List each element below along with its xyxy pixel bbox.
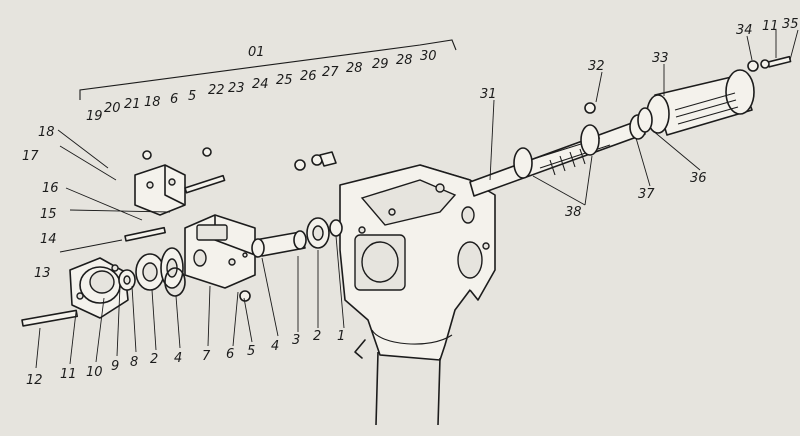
callout-1: 1 (337, 329, 345, 344)
callout-6: 6 (226, 347, 234, 362)
callout-5: 5 (247, 344, 255, 359)
callout-7: 7 (202, 349, 211, 364)
callout-33: 33 (652, 51, 669, 66)
callout-21: 21 (124, 97, 141, 112)
callout-28: 28 (396, 53, 413, 68)
callout-10: 10 (86, 365, 103, 380)
callout-30: 30 (420, 49, 437, 64)
callout-25: 25 (276, 73, 293, 88)
callout-18: 18 (144, 95, 161, 110)
callout-16: 16 (42, 181, 59, 196)
valve-block (134, 164, 186, 216)
assembly-label: 01 (248, 45, 265, 60)
callout-5: 5 (188, 89, 196, 104)
callout-2: 2 (313, 329, 321, 344)
callout-38: 38 (565, 205, 582, 220)
column-housing (339, 164, 496, 426)
callout-29: 29 (372, 57, 389, 72)
callout-27: 27 (322, 65, 339, 80)
callout-2: 2 (150, 352, 158, 367)
callout-13: 13 (34, 266, 51, 281)
distributor-body (184, 214, 256, 289)
callout-37: 37 (638, 187, 655, 202)
callout-23: 23 (228, 81, 245, 96)
assembly-bracket: 01 (79, 39, 457, 100)
callout-36: 36 (690, 171, 707, 186)
callout-4: 4 (271, 339, 279, 354)
callout-11: 11 (60, 367, 77, 382)
callout-12: 12 (26, 373, 43, 388)
callout-14: 14 (40, 232, 57, 247)
callout-26: 26 (300, 69, 317, 84)
callout-19: 19 (86, 109, 103, 124)
callout-35: 35 (782, 17, 799, 32)
callout-28: 28 (346, 61, 363, 76)
leader-lines (35, 29, 799, 369)
callout-34: 34 (736, 23, 753, 38)
callout-22: 22 (208, 83, 225, 98)
callout-4: 4 (174, 351, 182, 366)
cylinder (637, 69, 755, 136)
callout-20: 20 (104, 101, 121, 116)
callout-11: 11 (762, 19, 779, 34)
callout-8: 8 (130, 355, 138, 370)
ring-set (118, 247, 184, 291)
callout-32: 32 (588, 59, 605, 74)
callout-3: 3 (292, 333, 300, 348)
callout-labels: 1 2 3 4 5 6 7 4 2 8 9 10 11 12 13 14 15 … (22, 17, 799, 388)
flange-plate (69, 257, 129, 319)
fasteners (21, 55, 792, 327)
callout-24: 24 (252, 77, 269, 92)
callout-6: 6 (170, 92, 178, 107)
callout-18: 18 (38, 125, 55, 140)
callout-17: 17 (22, 149, 39, 164)
callout-31: 31 (480, 87, 497, 102)
spool-shaft (251, 217, 343, 258)
worm-shaft (469, 114, 647, 197)
callout-9: 9 (111, 359, 119, 374)
callout-15: 15 (40, 207, 57, 222)
